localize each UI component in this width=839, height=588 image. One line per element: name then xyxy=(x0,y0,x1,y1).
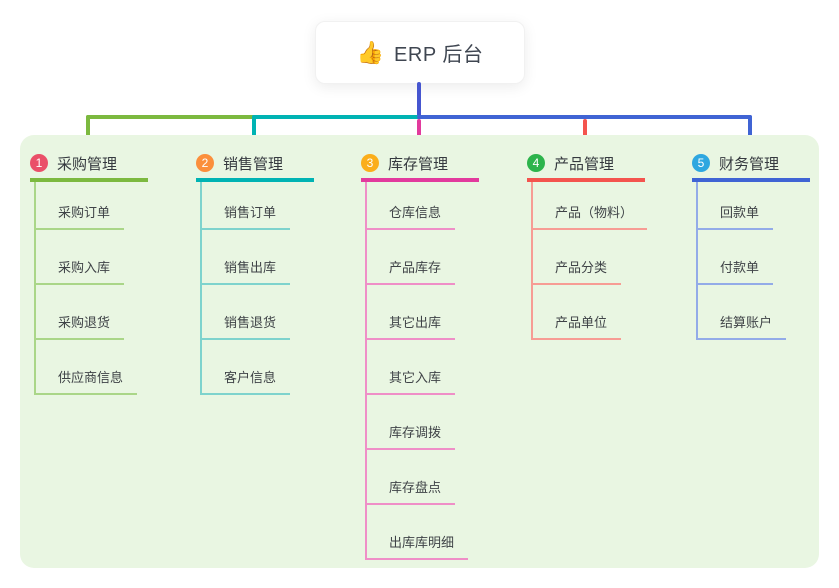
root-connector-line xyxy=(417,82,421,119)
branches-panel xyxy=(20,135,819,568)
thumbs-up-icon: 👍 xyxy=(356,39,385,65)
child-row: 产品单位 xyxy=(533,285,647,340)
branch-header-inventory[interactable]: 3 库存管理 xyxy=(361,148,479,182)
child-row: 其它出库 xyxy=(367,285,468,340)
child-node[interactable]: 客户信息 xyxy=(202,367,291,395)
child-row: 客户信息 xyxy=(202,340,291,395)
connector-branch-2 xyxy=(252,115,421,119)
child-row: 库存盘点 xyxy=(367,450,468,505)
branch-label: 财务管理 xyxy=(719,155,780,173)
child-node[interactable]: 其它出库 xyxy=(367,312,456,340)
child-node[interactable]: 供应商信息 xyxy=(36,367,138,395)
branch-purchase: 1 采购管理 采购订单 采购入库 采购退货 供应商信息 xyxy=(30,148,190,395)
child-node[interactable]: 销售退货 xyxy=(202,312,291,340)
child-row: 产品库存 xyxy=(367,230,468,285)
connector-branch-2-drop xyxy=(252,115,256,145)
child-node[interactable]: 库存盘点 xyxy=(367,477,456,505)
child-row: 仓库信息 xyxy=(367,182,468,230)
connector-branch-5-drop xyxy=(748,115,752,145)
branch-children: 回款单 付款单 结算账户 xyxy=(696,182,787,340)
child-node[interactable]: 产品单位 xyxy=(533,312,622,340)
child-node[interactable]: 结算账户 xyxy=(698,312,787,340)
branch-number-badge: 3 xyxy=(361,154,379,172)
branch-sales: 2 销售管理 销售订单 销售出库 销售退货 客户信息 xyxy=(196,148,356,395)
child-row: 回款单 xyxy=(698,182,786,230)
connector-branch-4-drop xyxy=(583,119,587,145)
child-node[interactable]: 产品（物料） xyxy=(533,202,648,230)
branch-header-sales[interactable]: 2 销售管理 xyxy=(196,148,314,182)
branch-children: 采购订单 采购入库 采购退货 供应商信息 xyxy=(34,182,138,395)
branch-header-finance[interactable]: 5 财务管理 xyxy=(692,148,810,182)
child-node[interactable]: 销售出库 xyxy=(202,257,291,285)
branch-product: 4 产品管理 产品（物料） 产品分类 产品单位 xyxy=(527,148,687,340)
child-row: 付款单 xyxy=(698,230,786,285)
child-row: 销售退货 xyxy=(202,285,291,340)
branch-label: 采购管理 xyxy=(57,155,118,173)
child-node[interactable]: 产品库存 xyxy=(367,257,456,285)
connector-branch-5 xyxy=(417,115,752,119)
branch-label: 库存管理 xyxy=(388,155,449,173)
child-node[interactable]: 其它入库 xyxy=(367,367,456,395)
child-row: 其它入库 xyxy=(367,340,468,395)
child-row: 供应商信息 xyxy=(36,340,138,395)
child-node[interactable]: 采购订单 xyxy=(36,202,125,230)
branch-header-purchase[interactable]: 1 采购管理 xyxy=(30,148,148,182)
branch-children: 产品（物料） 产品分类 产品单位 xyxy=(531,182,648,340)
branch-inventory: 3 库存管理 仓库信息 产品库存 其它出库 其它入库 库存调拨 库存盘点 出库库… xyxy=(361,148,521,560)
root-node[interactable]: 👍 ERP 后台 xyxy=(315,21,525,84)
child-row: 销售出库 xyxy=(202,230,291,285)
child-node[interactable]: 产品分类 xyxy=(533,257,622,285)
root-node-label: ERP 后台 xyxy=(394,44,484,66)
child-node[interactable]: 销售订单 xyxy=(202,202,291,230)
branch-children: 仓库信息 产品库存 其它出库 其它入库 库存调拨 库存盘点 出库库明细 xyxy=(365,182,469,560)
branch-finance: 5 财务管理 回款单 付款单 结算账户 xyxy=(692,148,839,340)
branch-number-badge: 1 xyxy=(30,154,48,172)
connector-branch-1-drop xyxy=(86,115,90,145)
child-node[interactable]: 付款单 xyxy=(698,257,774,285)
branch-label: 产品管理 xyxy=(554,155,615,173)
child-row: 出库库明细 xyxy=(367,505,469,560)
child-node[interactable]: 仓库信息 xyxy=(367,202,456,230)
connector-branch-3-drop xyxy=(417,119,421,145)
child-row: 产品分类 xyxy=(533,230,647,285)
child-row: 采购退货 xyxy=(36,285,137,340)
child-node[interactable]: 出库库明细 xyxy=(367,532,469,560)
child-row: 采购入库 xyxy=(36,230,137,285)
branch-children: 销售订单 销售出库 销售退货 客户信息 xyxy=(200,182,291,395)
branch-number-badge: 5 xyxy=(692,154,710,172)
branch-header-product[interactable]: 4 产品管理 xyxy=(527,148,645,182)
child-row: 结算账户 xyxy=(698,285,787,340)
child-row: 产品（物料） xyxy=(533,182,648,230)
child-row: 采购订单 xyxy=(36,182,137,230)
branch-number-badge: 4 xyxy=(527,154,545,172)
branch-number-badge: 2 xyxy=(196,154,214,172)
child-row: 库存调拨 xyxy=(367,395,468,450)
child-node[interactable]: 库存调拨 xyxy=(367,422,456,450)
child-node[interactable]: 回款单 xyxy=(698,202,774,230)
child-row: 销售订单 xyxy=(202,182,291,230)
child-node[interactable]: 采购入库 xyxy=(36,257,125,285)
child-node[interactable]: 采购退货 xyxy=(36,312,125,340)
branch-label: 销售管理 xyxy=(223,155,284,173)
